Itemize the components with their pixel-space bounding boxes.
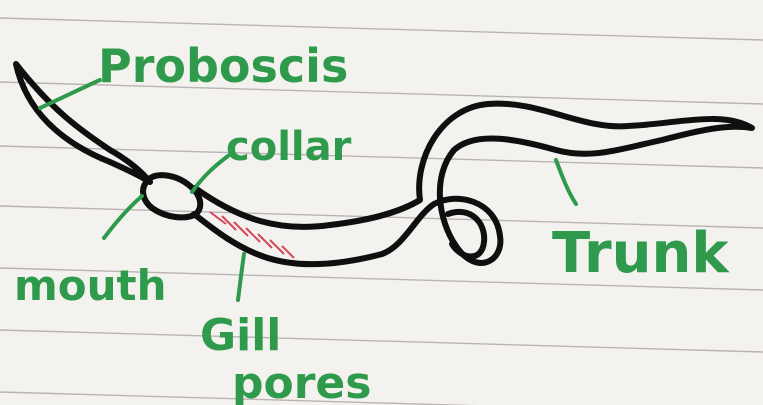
collar-leader <box>192 156 228 192</box>
ruled-line <box>0 330 763 352</box>
ruled-line <box>0 18 763 40</box>
trunk-leader <box>556 160 576 204</box>
ruled-line <box>0 392 763 405</box>
mouth-leader <box>104 196 142 238</box>
gill-pores-leader <box>238 254 244 300</box>
mouth-label: mouth <box>14 261 167 310</box>
proboscis-label: Proboscis <box>98 39 348 93</box>
pores-label: pores <box>232 358 371 405</box>
gill-label: Gill <box>200 310 281 361</box>
collar-label: collar <box>226 124 352 170</box>
gill-pore <box>282 246 294 258</box>
trunk-label: Trunk <box>552 221 730 286</box>
